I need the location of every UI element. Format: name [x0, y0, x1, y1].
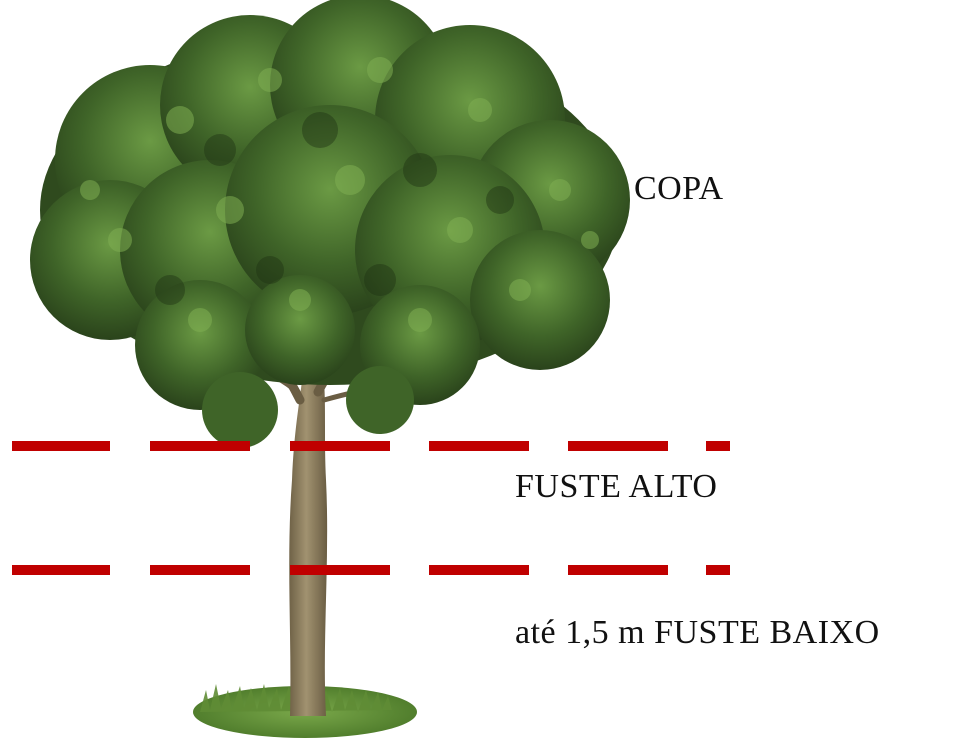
lower-divider-line [12, 565, 730, 575]
lower-trunk-label: até 1,5 m FUSTE BAIXO [515, 614, 880, 651]
crown-label: COPA [634, 170, 724, 207]
upper-trunk-label: FUSTE ALTO [515, 468, 718, 505]
tree-crown-icon [30, 0, 630, 448]
upper-divider-line [12, 441, 730, 451]
